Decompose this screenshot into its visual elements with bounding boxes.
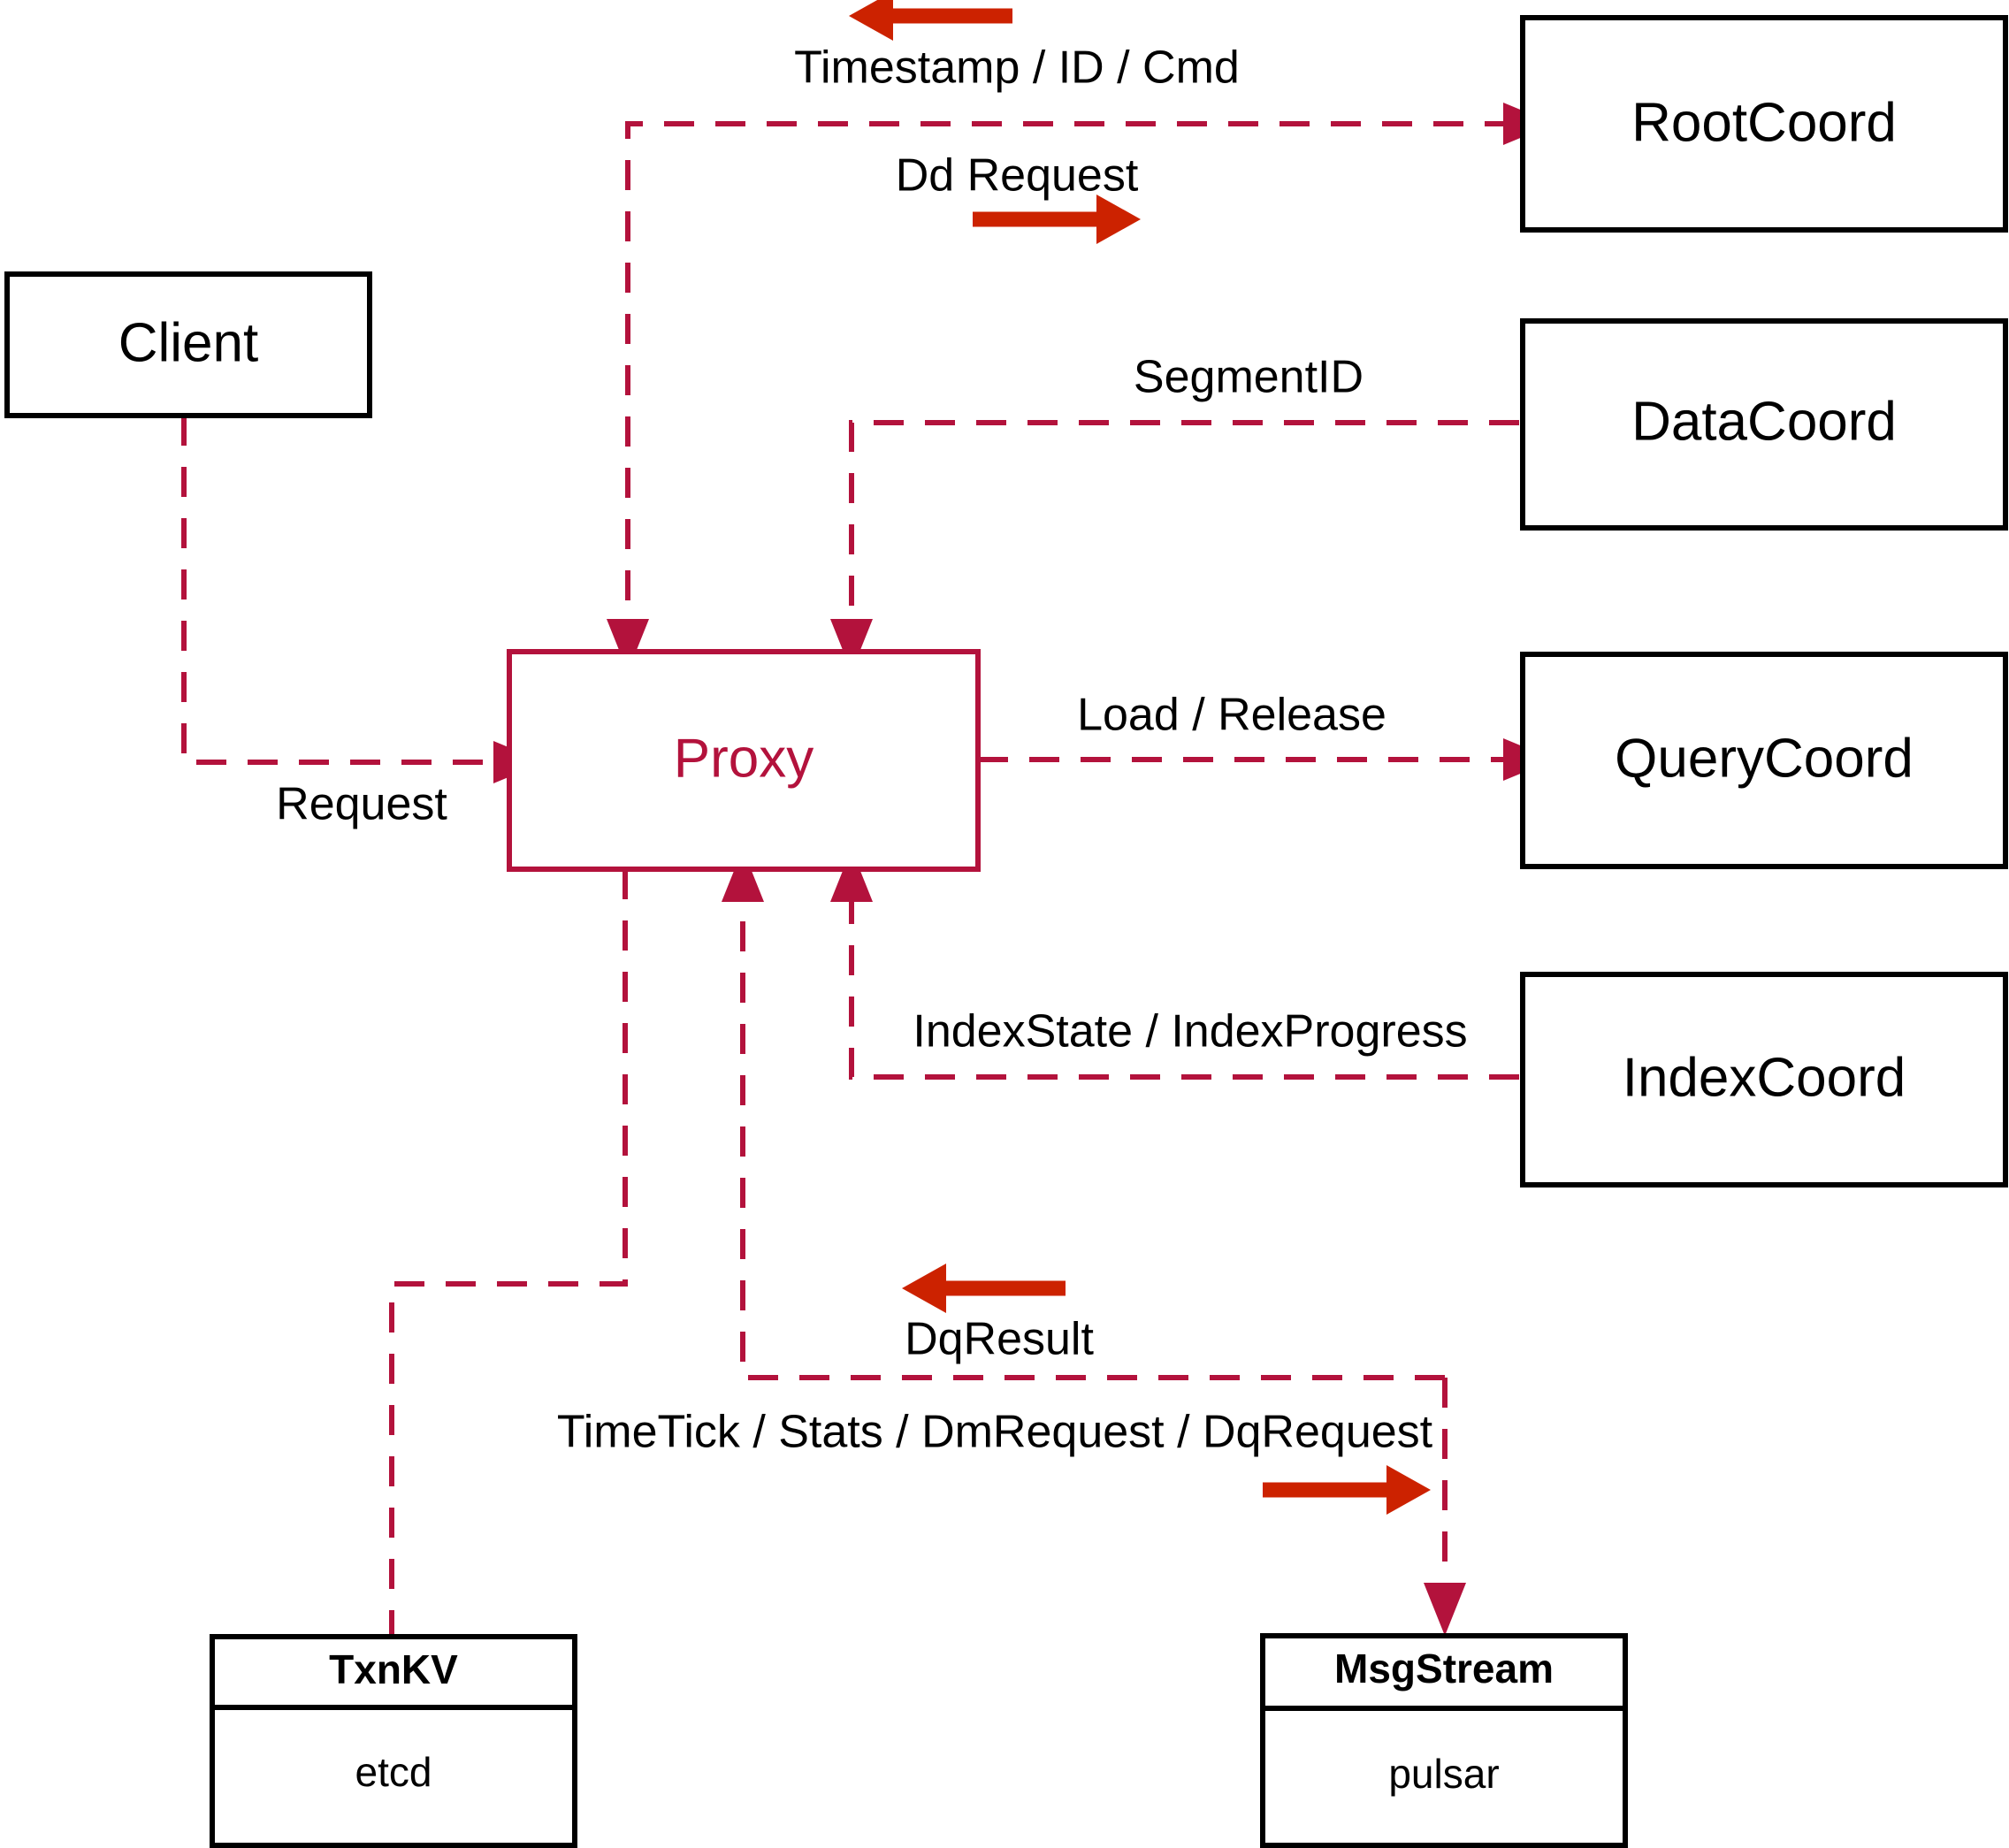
node-rootcoord[interactable]: RootCoord — [1520, 15, 2008, 233]
node-datacoord-box[interactable] — [1520, 318, 2008, 531]
node-querycoord[interactable]: QueryCoord — [1520, 652, 2008, 869]
edge-label-dq-result: DqResult — [905, 1314, 1094, 1365]
edge-client-proxy — [181, 416, 545, 783]
edge-label-load-release: Load / Release — [1077, 690, 1386, 741]
node-querycoord-label: QueryCoord — [1615, 728, 1914, 789]
edge-path — [625, 121, 1503, 652]
flow-arrow-timetick-right — [1263, 1465, 1431, 1515]
node-datacoord[interactable]: DataCoord — [1520, 318, 2008, 531]
edge-path — [389, 869, 628, 1636]
edge-proxy-querycoord — [978, 738, 1554, 781]
node-rootcoord-box[interactable] — [1520, 15, 2008, 233]
node-msgstream-label: MsgStream — [1334, 1646, 1554, 1691]
edge-path — [181, 416, 493, 765]
flow-arrow-dd-request-right — [973, 195, 1141, 244]
node-msgstream-box[interactable] — [1260, 1633, 1628, 1848]
node-proxy[interactable]: Proxy — [507, 649, 981, 872]
arrowhead-proxy-bottom-middle — [722, 849, 764, 902]
node-proxy-label: Proxy — [674, 728, 814, 789]
edge-path — [849, 869, 1519, 1080]
node-msgstream-sublabel: pulsar — [1388, 1751, 1499, 1797]
edge-label-timetick-stats: TimeTick / Stats / DmRequest / DqRequest — [557, 1407, 1433, 1458]
edge-proxy-txnkv — [389, 869, 628, 1636]
node-client-label: Client — [118, 312, 259, 373]
edge-label-request: Request — [276, 779, 447, 830]
edge-label-dd-request: Dd Request — [896, 150, 1139, 202]
arrowhead-proxy-top-right — [830, 619, 873, 672]
node-txnkv-label: TxnKV — [329, 1646, 458, 1692]
node-indexcoord[interactable]: IndexCoord — [1520, 972, 2008, 1187]
arrowhead-proxy-top-left — [607, 619, 649, 672]
edge-msgstream-proxy — [722, 849, 1445, 1380]
node-client-box[interactable] — [4, 271, 372, 418]
edge-path — [740, 869, 1445, 1380]
arrowhead-msgstream — [1424, 1583, 1466, 1636]
node-indexcoord-box[interactable] — [1520, 972, 2008, 1187]
edge-path — [849, 420, 1519, 652]
edge-label-segment-id: SegmentID — [1134, 352, 1364, 403]
edge-datacoord-proxy — [830, 420, 1519, 672]
node-txnkv-box[interactable] — [210, 1634, 577, 1848]
node-datacoord-label: DataCoord — [1631, 391, 1897, 452]
node-txnkv-sublabel: etcd — [355, 1749, 432, 1795]
node-querycoord-box[interactable] — [1520, 652, 2008, 869]
node-client[interactable]: Client — [4, 271, 372, 418]
node-indexcoord-label: IndexCoord — [1623, 1047, 1906, 1108]
flow-arrow-timestamp-left — [849, 0, 1012, 41]
flow-arrow-dqresult-left — [902, 1264, 1066, 1313]
edge-label-index-state: IndexState / IndexProgress — [913, 1006, 1467, 1058]
edge-label-timestamp-id-cmd: Timestamp / ID / Cmd — [794, 42, 1240, 94]
node-txnkv[interactable]: TxnKV etcd — [210, 1634, 577, 1848]
node-proxy-box[interactable] — [507, 649, 981, 872]
edge-indexcoord-proxy — [830, 849, 1519, 1080]
arrowhead-proxy-bottom-right — [830, 849, 873, 902]
edge-proxy-msgstream — [1424, 1378, 1466, 1636]
node-rootcoord-label: RootCoord — [1631, 92, 1897, 153]
node-msgstream[interactable]: MsgStream pulsar — [1260, 1633, 1628, 1848]
